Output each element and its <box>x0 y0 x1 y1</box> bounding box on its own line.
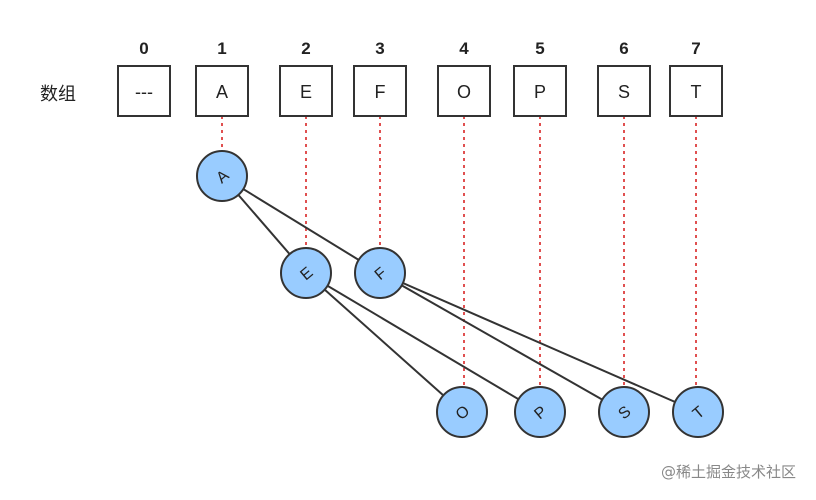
array-cell-value: P <box>534 82 546 102</box>
tree-node-F: F <box>354 247 406 299</box>
tree-node-P: P <box>514 386 566 438</box>
tree-node-circle <box>598 386 650 438</box>
array-cell-box <box>279 65 333 117</box>
tree-node-circle <box>514 386 566 438</box>
index-label-5: 5 <box>535 39 544 58</box>
array-cells: --- A E F O P S T <box>117 65 723 117</box>
index-label-2: 2 <box>301 39 310 58</box>
array-cell-box <box>669 65 723 117</box>
tree-node-E: E <box>280 247 332 299</box>
array-cell-3: F <box>353 65 407 117</box>
tree-edge-A-F <box>221 175 381 274</box>
index-label-7: 7 <box>691 39 700 58</box>
array-cell-6: S <box>597 65 651 117</box>
index-label-1: 1 <box>217 39 226 58</box>
tree-node-A: A <box>196 150 248 202</box>
tree-node-circle <box>436 386 488 438</box>
array-cell-1: A <box>195 65 249 117</box>
array-cell-0: --- <box>117 65 171 117</box>
watermark: @稀土掘金技术社区 <box>660 463 796 481</box>
array-cell-box <box>597 65 651 117</box>
array-cell-value: T <box>691 82 702 102</box>
tree-node-circle <box>196 150 248 202</box>
array-cell-value: --- <box>135 82 153 102</box>
tree-node-circle <box>354 247 406 299</box>
array-cell-7: T <box>669 65 723 117</box>
index-label-3: 3 <box>375 39 384 58</box>
array-cell-5: P <box>513 65 567 117</box>
tree-edge-F-T <box>379 272 699 413</box>
array-cell-box <box>353 65 407 117</box>
array-cell-box <box>117 65 171 117</box>
tree-edge-E-O <box>305 272 463 413</box>
tree-node-circle <box>672 386 724 438</box>
array-cell-value: O <box>457 82 471 102</box>
array-cell-value: F <box>375 82 386 102</box>
tree-node-T: T <box>672 386 724 438</box>
array-cell-4: O <box>437 65 491 117</box>
tree-edge-E-P <box>305 272 541 413</box>
array-cell-value: E <box>300 82 312 102</box>
array-cell-box <box>513 65 567 117</box>
tree-node-circle <box>280 247 332 299</box>
tree-node-S: S <box>598 386 650 438</box>
array-cell-box <box>195 65 249 117</box>
array-cell-value: A <box>216 82 228 102</box>
array-label: 数组 <box>40 84 76 105</box>
index-label-6: 6 <box>619 39 628 58</box>
array-cell-2: E <box>279 65 333 117</box>
dashed-links <box>221 116 697 387</box>
index-label-0: 0 <box>139 39 148 58</box>
array-cell-box <box>437 65 491 117</box>
array-cell-value: S <box>618 82 630 102</box>
tree-node-O: O <box>436 386 488 438</box>
index-label-4: 4 <box>459 39 469 58</box>
tree-edge-F-S <box>379 272 625 413</box>
index-row: 0 1 2 3 4 5 6 7 <box>139 39 700 58</box>
